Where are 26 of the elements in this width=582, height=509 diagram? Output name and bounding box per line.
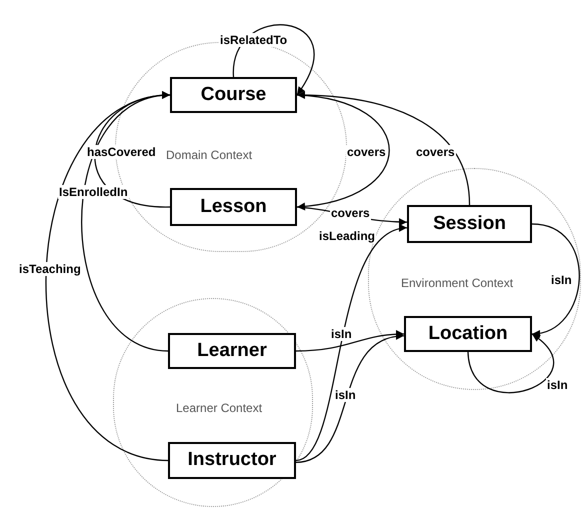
edge-label: isIn: [330, 327, 353, 341]
edge-label: isLeading: [318, 229, 376, 243]
arrow: [467, 334, 554, 393]
arrow: [296, 94, 390, 210]
class-box: Session: [407, 205, 532, 243]
arrow: [296, 333, 404, 463]
class-box: Instructor: [168, 442, 296, 479]
edge-label: isIn: [334, 388, 357, 402]
edge-label: hasCovered: [86, 145, 157, 159]
arrow: [532, 223, 580, 337]
arrow: [296, 330, 404, 352]
class-box: Learner: [168, 333, 296, 369]
edge-label: isIn: [550, 273, 573, 287]
edge-label: isIn: [546, 378, 569, 392]
class-box: Course: [170, 77, 297, 113]
arrow: [46, 92, 170, 462]
edge-label: IsEnrolledIn: [58, 185, 129, 199]
edge-label: isRelatedTo: [219, 33, 288, 47]
arrow: [296, 226, 408, 462]
edge-label: isTeaching: [18, 262, 82, 276]
class-box: Location: [404, 316, 532, 352]
edge-label: covers: [415, 145, 456, 159]
arrow: [296, 91, 470, 206]
edge-label: covers: [346, 145, 387, 159]
arrow: [232, 24, 314, 96]
class-box: Lesson: [170, 188, 297, 226]
